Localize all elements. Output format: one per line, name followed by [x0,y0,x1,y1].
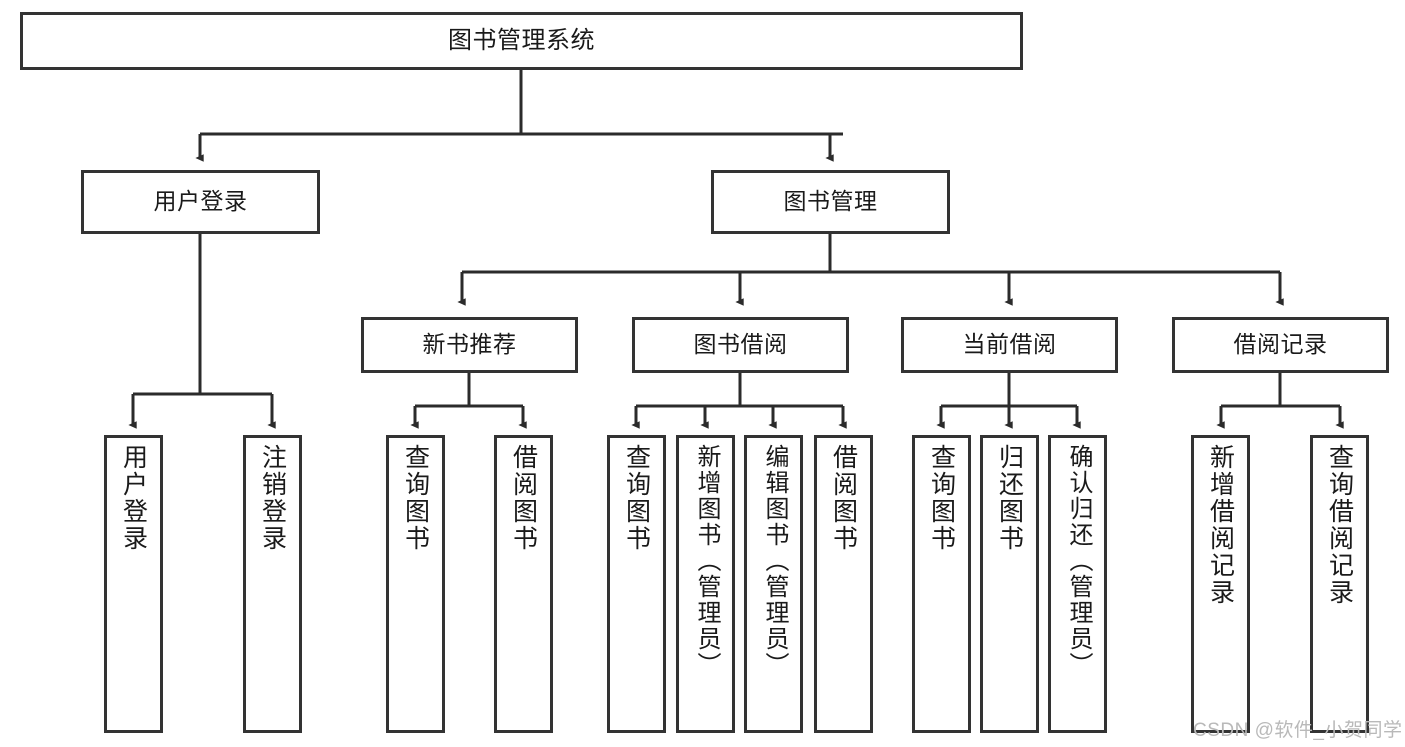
csdn-watermark: CSDN @软件_小贺同学 [1193,720,1403,741]
node-label: 用户登录 [153,188,248,215]
leaf-current-query-book[interactable]: 查询图书 [912,435,971,733]
node-label: 新增借阅记录 [1206,444,1235,606]
leaf-records-add-record[interactable]: 新增借阅记录 [1191,435,1250,733]
leaf-borrow-borrow-book[interactable]: 借阅图书 [814,435,873,733]
leaf-new-book-query[interactable]: 查询图书 [386,435,445,733]
leaf-borrow-query-book[interactable]: 查询图书 [607,435,666,733]
node-label: 借阅图书 [829,444,858,552]
leaf-current-return-book[interactable]: 归还图书 [980,435,1039,733]
node-label: 图书借阅 [693,331,788,358]
node-label: 当前借阅 [962,331,1057,358]
node-label: 注销登录 [258,444,287,552]
node-borrow-records[interactable]: 借阅记录 [1172,317,1389,373]
node-label: 新书推荐 [422,331,517,358]
leaf-borrow-edit-book-admin[interactable]: 编辑图书（管理员） [744,435,803,733]
node-user-login[interactable]: 用户登录 [81,170,320,234]
node-label: 借阅记录 [1233,331,1328,358]
node-label: 归还图书 [995,444,1024,552]
leaf-records-query-record[interactable]: 查询借阅记录 [1310,435,1369,733]
node-label: 用户登录 [119,444,148,552]
node-new-book-recommend[interactable]: 新书推荐 [361,317,578,373]
leaf-user-login-logout[interactable]: 注销登录 [243,435,302,733]
node-book-borrow[interactable]: 图书借阅 [632,317,849,373]
node-label: 编辑图书（管理员） [760,444,788,678]
leaf-borrow-add-book-admin[interactable]: 新增图书（管理员） [676,435,735,733]
node-label: 查询借阅记录 [1325,444,1354,606]
node-label: 查询图书 [927,444,956,552]
node-book-management[interactable]: 图书管理 [711,170,950,234]
node-label: 查询图书 [622,444,651,552]
node-current-borrow[interactable]: 当前借阅 [901,317,1118,373]
node-label: 图书管理 [783,188,878,215]
node-label: 借阅图书 [509,444,538,552]
leaf-user-login-login[interactable]: 用户登录 [104,435,163,733]
leaf-current-confirm-return-admin[interactable]: 确认归还（管理员） [1048,435,1107,733]
node-label: 查询图书 [401,444,430,552]
node-label: 新增图书（管理员） [692,444,720,678]
node-root-system[interactable]: 图书管理系统 [20,12,1023,70]
leaf-new-book-borrow[interactable]: 借阅图书 [494,435,553,733]
node-label: 确认归还（管理员） [1064,444,1092,678]
node-label: 图书管理系统 [448,26,595,54]
